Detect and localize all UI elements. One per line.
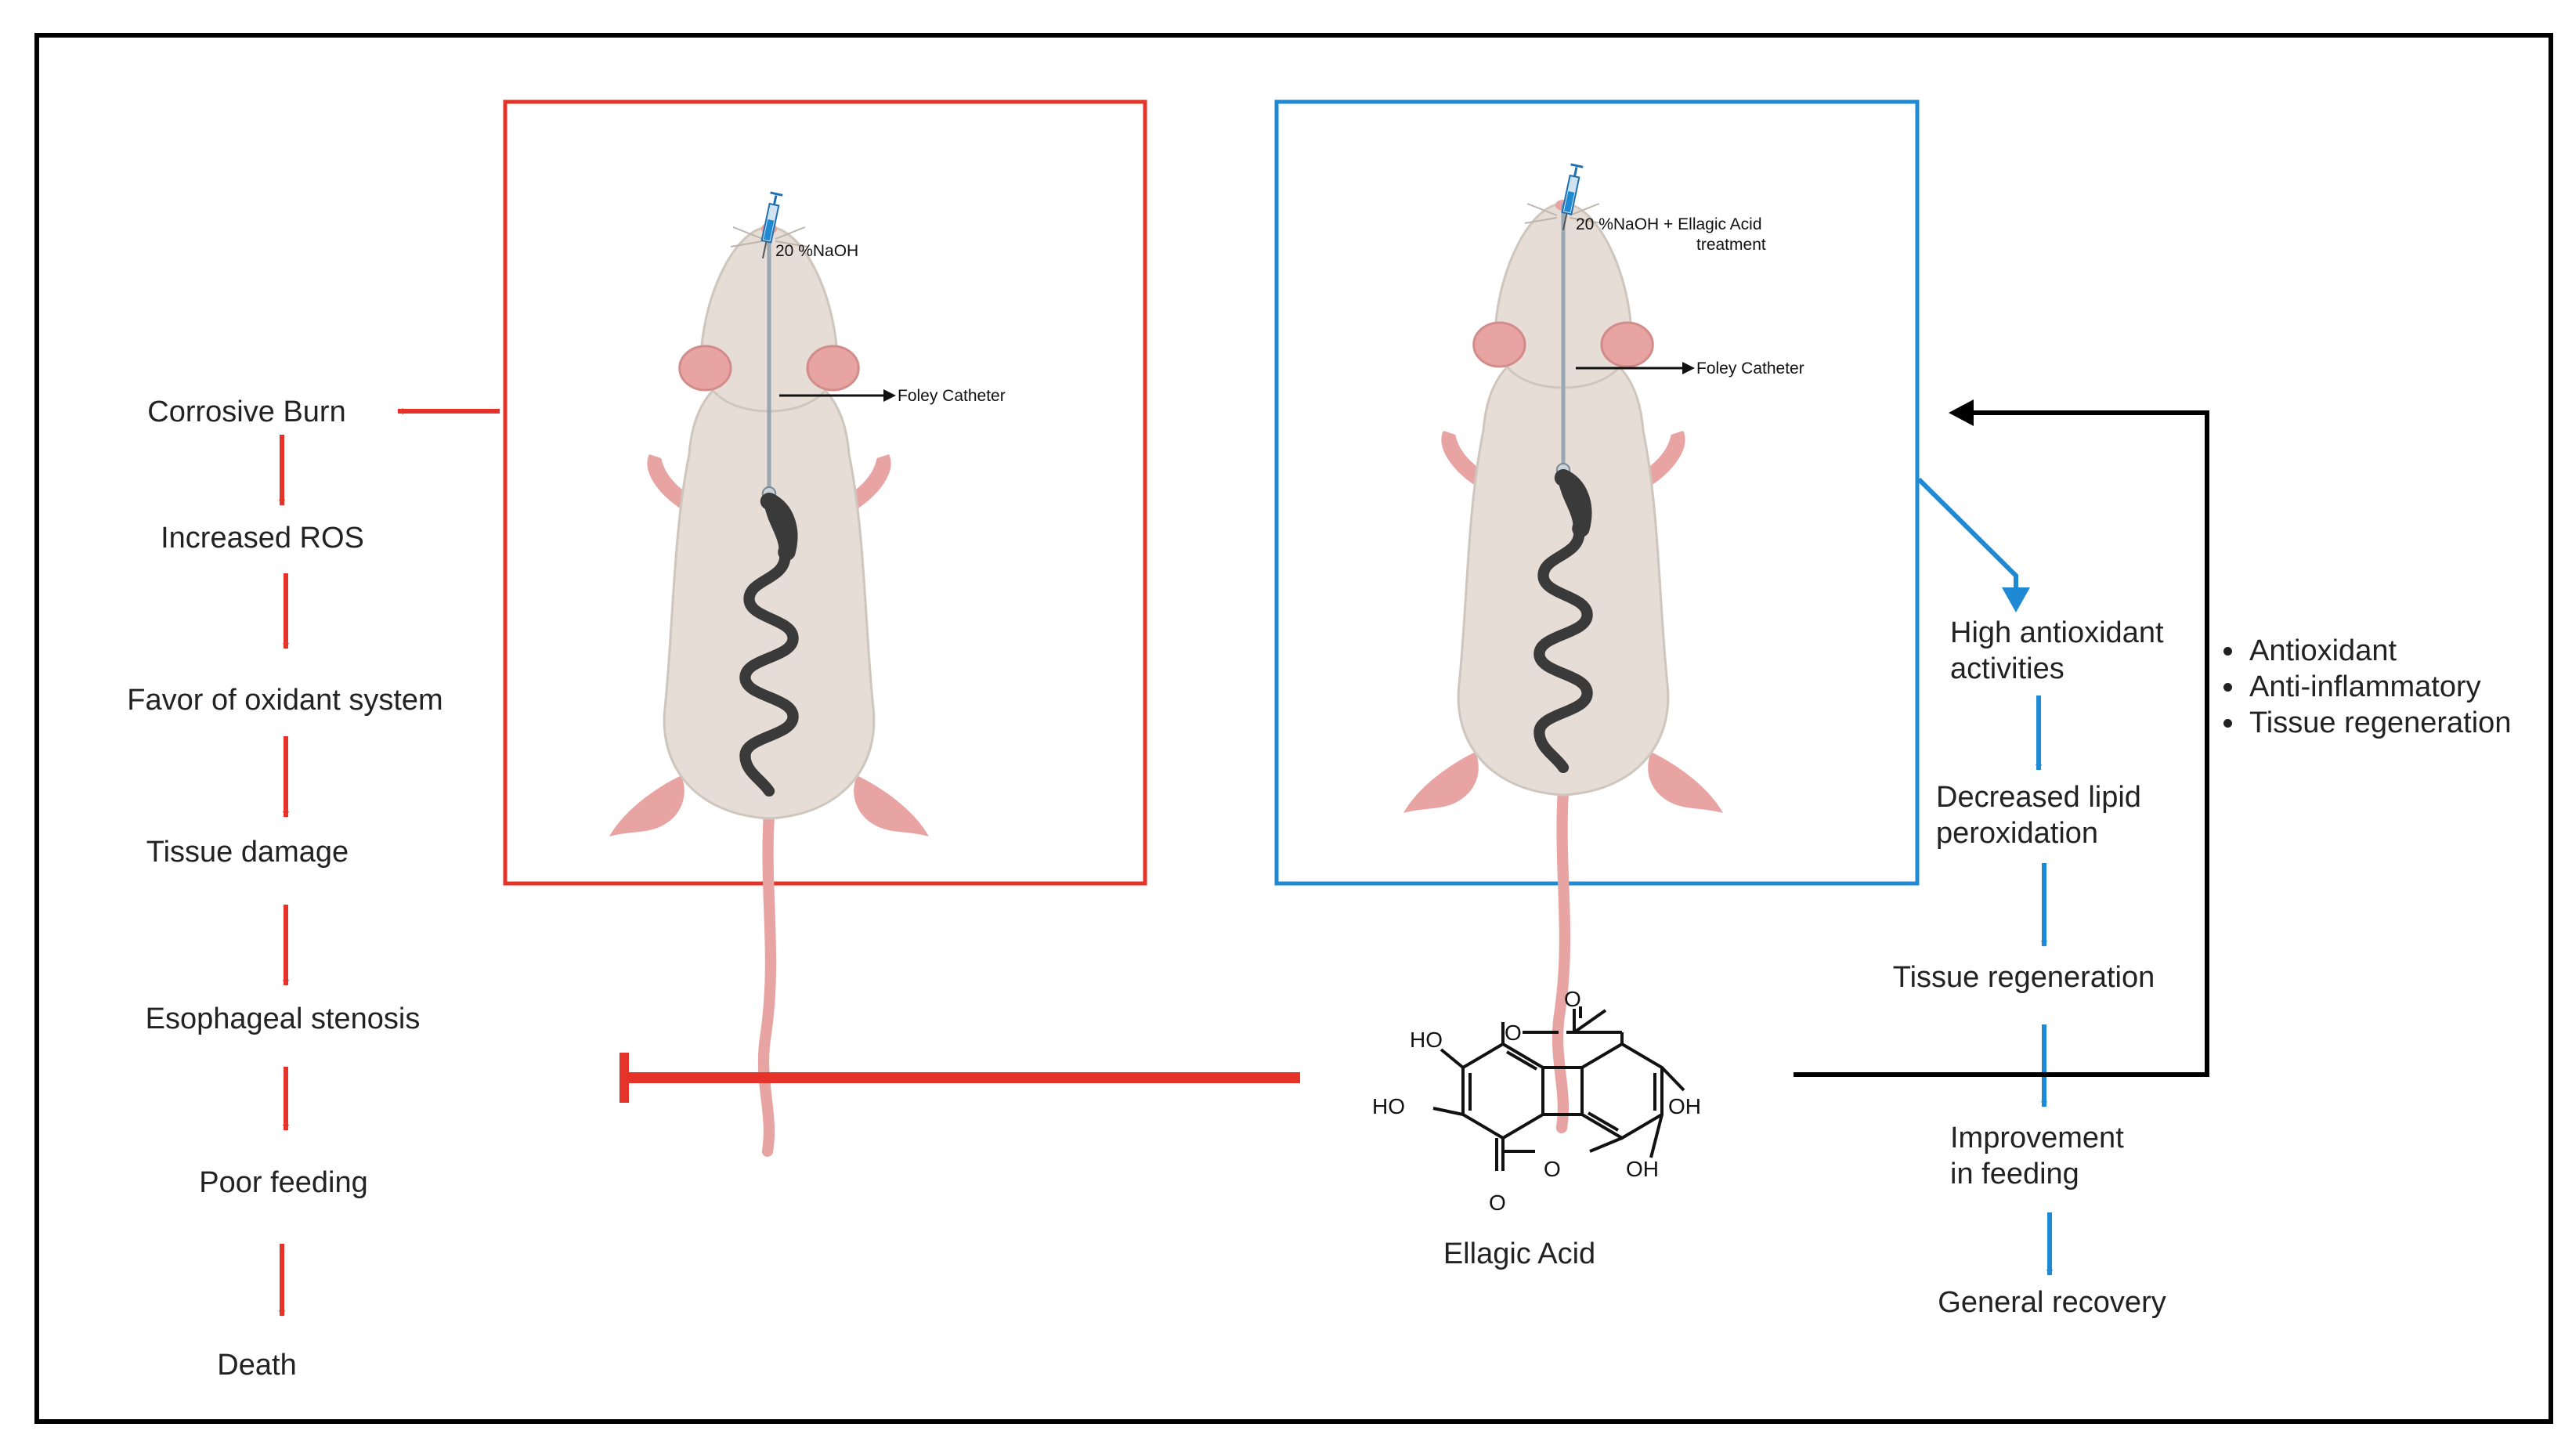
recovery-step-feeding-text: Improvement in feeding	[1950, 1122, 2124, 1190]
harm-step-poor-feeding: Poor feeding	[199, 1166, 368, 1199]
harm-step-esophageal-stenosis: Esophageal stenosis	[145, 1003, 421, 1035]
recovery-step-lipid-peroxidation: Decreased lipid peroxidation	[1936, 779, 2141, 851]
rat-illustration-control	[609, 223, 929, 1151]
atom-oh-right: OH	[1668, 1094, 1701, 1118]
atom-ho-top: HO	[1410, 1028, 1443, 1052]
harm-chain-arrows	[279, 435, 289, 1317]
catheter-arrowhead-treatment	[1682, 362, 1695, 374]
property-tissue-regeneration: Tissue regeneration	[2246, 705, 2511, 741]
treatment-injection-label-line2: treatment	[1696, 236, 1766, 254]
treatment-catheter-label: Foley Catheter	[1696, 359, 1804, 378]
harm-step-increased-ros: Increased ROS	[161, 522, 364, 555]
atom-o-carbonyl-top: O	[1564, 987, 1581, 1011]
recovery-step-antioxidant-text: High antioxidant activities	[1950, 616, 2164, 685]
control-catheter-label: Foley Catheter	[898, 387, 1006, 405]
treatment-injection-label-line1: 20 %NaOH + Ellagic Acid	[1576, 215, 1762, 233]
catheter-arrowhead-control	[883, 389, 896, 402]
harm-step-death: Death	[217, 1349, 297, 1382]
atom-oh-bottom: OH	[1626, 1157, 1659, 1181]
recovery-step-general-recovery: General recovery	[1938, 1286, 2166, 1319]
recovery-step-tissue-regeneration: Tissue regeneration	[1892, 961, 2155, 994]
control-injection-label: 20 %NaOH	[775, 242, 859, 260]
ellagic-acid-structure	[1432, 1006, 1685, 1171]
recovery-step-antioxidant: High antioxidant activities	[1950, 615, 2164, 687]
atom-o-ring-top: O	[1505, 1021, 1522, 1045]
figure-border	[34, 33, 2553, 1424]
harm-step-tissue-damage: Tissue damage	[146, 836, 349, 869]
feedback-arrowhead	[1949, 399, 1974, 426]
treatment-panel-box	[1274, 99, 1920, 886]
feedback-line	[1794, 410, 2209, 1077]
recovery-arrowhead	[2002, 587, 2030, 612]
atom-o-carbonyl-bottom: O	[1489, 1190, 1506, 1215]
control-panel-box	[503, 99, 1147, 886]
recovery-step-lipid-peroxidation-text: Decreased lipid peroxidation	[1936, 781, 2141, 850]
atom-ho-left: HO	[1372, 1094, 1405, 1118]
property-anti-inflammatory: Anti-inflammatory	[2246, 669, 2511, 705]
harm-step-oxidant-system: Favor of oxidant system	[127, 684, 443, 717]
compound-name: Ellagic Acid	[1443, 1237, 1596, 1270]
recovery-chain-arrows	[2036, 695, 2053, 1276]
rat-illustration-treatment	[1403, 200, 1723, 1128]
atom-labels: HO HO OH OH O O O O	[1372, 987, 1701, 1215]
properties-list: Antioxidant Anti-inflammatory Tissue reg…	[2215, 633, 2511, 741]
atom-o-ring-bottom: O	[1544, 1157, 1561, 1181]
recovery-step-feeding: Improvement in feeding	[1950, 1120, 2124, 1192]
property-antioxidant: Antioxidant	[2246, 633, 2511, 669]
harm-step-corrosive-burn: Corrosive Burn	[147, 396, 346, 428]
treatment-to-antioxidant-arrow	[1916, 477, 2018, 599]
